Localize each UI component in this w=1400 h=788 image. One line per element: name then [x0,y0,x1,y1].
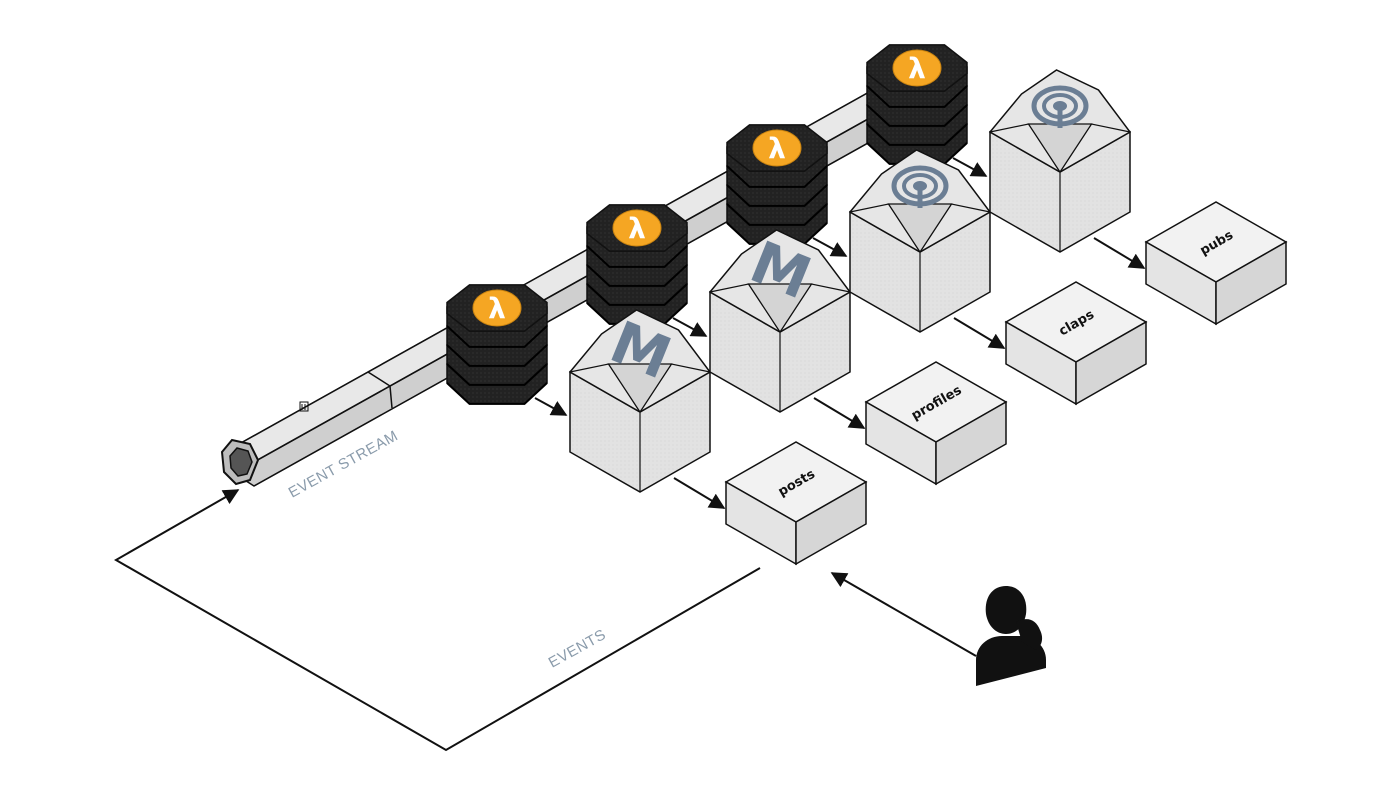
lambda-glyph: λ [908,52,926,85]
service-block-1: M [568,308,712,493]
lambda-glyph: λ [488,292,506,325]
lambda-glyph: λ [768,132,786,165]
table-claps: claps [1004,281,1148,406]
flow-arrows [534,157,1146,657]
broadcast-icon [1031,85,1089,128]
lambda-icon: λ [752,129,802,167]
table-posts: posts [724,441,868,566]
lambda-function-2: λ [586,204,688,325]
events-loop-arrow [113,489,761,752]
lambda-icon: λ [612,209,662,247]
lambda-icon: λ [892,49,942,87]
events-label: EVENTS [546,626,609,671]
lambda-function-3: λ [726,124,828,245]
user-icon [976,586,1046,686]
service-blocks: MM [568,69,1132,493]
lambda-function-4: λ [866,44,968,165]
broadcast-icon [891,165,949,208]
lambda-function-1: λ [446,284,548,405]
service-block-4 [988,69,1132,253]
table-profiles: profiles [864,361,1008,486]
lambda-functions: λ λ λ λ [446,44,968,405]
stream-shard-icon [299,401,309,412]
service-block-3 [848,149,992,333]
pipe-end-cap [220,438,260,486]
lambda-glyph: λ [628,212,646,245]
service-block-2: M [708,228,852,413]
table-pubs: pubs [1144,201,1288,326]
lambda-icon: λ [472,289,522,327]
